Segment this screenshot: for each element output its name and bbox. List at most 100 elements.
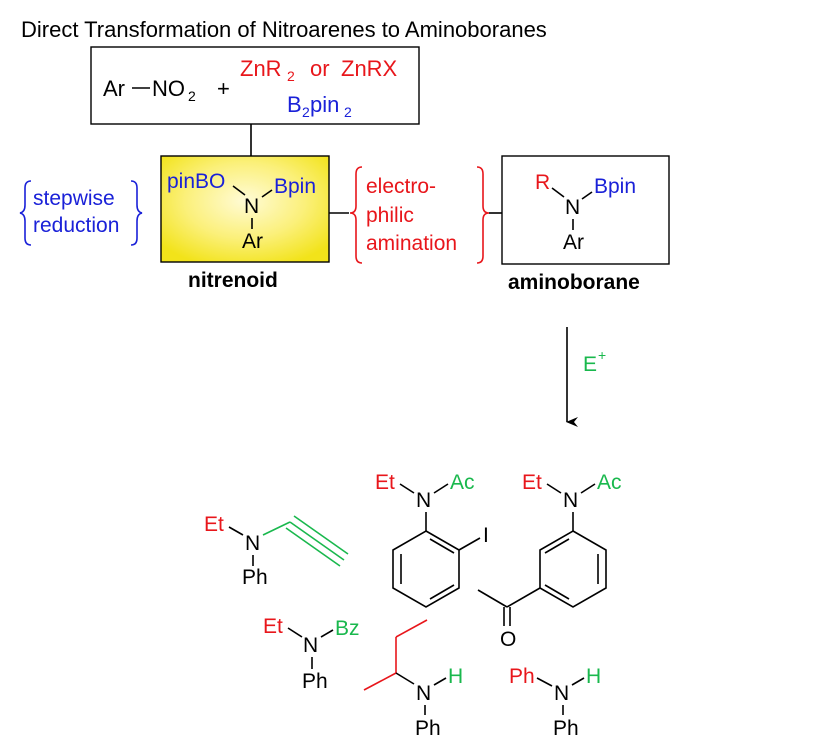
nitrenoid-box: pinBO N Bpin Ar — [160, 155, 330, 263]
propargyl-ph: Ph — [242, 566, 268, 589]
acetyl-ring-double-2 — [544, 584, 570, 600]
product-propargyl-amine: Et N Ph — [204, 513, 349, 589]
iodo-et-n-bond — [399, 483, 415, 494]
reactant-plus: + — [217, 76, 230, 101]
iodo-n: N — [416, 489, 431, 512]
reactant-ar: Ar — [103, 76, 125, 101]
aminoborane-label: aminoborane — [508, 271, 640, 294]
reagent-znr2-subscript: 2 — [287, 68, 295, 84]
reagent-or: or — [310, 56, 330, 81]
diphenyl-n-h-bond — [571, 677, 585, 686]
electrophilic-right-brace — [476, 166, 490, 264]
benzamide-et: Et — [263, 615, 283, 638]
secbutyl-ethyl-bond — [395, 619, 428, 638]
nitrenoid-ar: Ar — [242, 230, 263, 253]
aminoborane-r-n-bond — [551, 187, 565, 198]
propargyl-alkyne-3 — [285, 527, 341, 567]
benzamide-et-n-bond — [287, 627, 303, 638]
acetyl-ring-co-bond — [506, 587, 541, 608]
aminoborane-r: R — [535, 171, 550, 194]
propargyl-alkyne-1 — [289, 521, 345, 561]
propargyl-n: N — [245, 532, 260, 555]
acetyl-ac: Ac — [597, 471, 622, 494]
electrophilic-line3: amination — [366, 232, 457, 255]
product-secbutyl-aniline: N H Ph — [363, 619, 463, 740]
benzamide-n: N — [303, 634, 318, 657]
acetyl-et: Et — [522, 471, 542, 494]
electrophilic-line2: philic — [366, 204, 414, 227]
acetyl-n-ac-bond — [580, 483, 596, 494]
diphenyl-h: H — [586, 665, 601, 688]
electrophilic-left-brace — [349, 166, 363, 264]
product-benzamide: Et N Bz Ph — [263, 615, 360, 693]
reagent-b2pin2-pin: pin — [310, 92, 339, 117]
diphenyl-ph-bottom: Ph — [553, 717, 579, 740]
reagent-znrx: ZnRX — [341, 56, 398, 81]
aminoborane-n-b-bond — [581, 191, 593, 200]
nitrenoid-n-b-bond — [261, 189, 273, 198]
reactant-box: Ar NO 2 + ZnR 2 or ZnRX B 2 pin 2 — [90, 46, 420, 125]
reagent-b2pin2-b: B — [287, 92, 302, 117]
secbutyl-methyl-bond — [363, 672, 397, 691]
aminoborane-bpin: Bpin — [594, 175, 636, 198]
product-diphenylamine: Ph N H Ph — [509, 665, 601, 740]
acetyl-ring-double-3 — [544, 538, 570, 554]
propargyl-et: Et — [204, 513, 224, 536]
electrophile-e: E — [583, 353, 597, 376]
stepwise-line1: stepwise — [33, 187, 115, 210]
acetyl-methyl-bond — [477, 589, 508, 608]
aminoborane-ar: Ar — [563, 231, 584, 254]
iodo-n-ac-bond — [433, 483, 449, 494]
diphenyl-n: N — [554, 682, 569, 705]
secbutyl-c-n-bond — [395, 672, 415, 685]
reagent-b2pin2-sub2: 2 — [344, 104, 352, 120]
iodo-et: Et — [375, 471, 395, 494]
aminoborane-box: R N Bpin Ar — [501, 155, 670, 265]
benzamide-n-bz-bond — [320, 629, 334, 638]
reactant-box-frame — [90, 46, 420, 125]
reaction-arrow: E + — [566, 327, 606, 427]
acetyl-benzene-ring — [539, 530, 607, 608]
scheme-title: Direct Transformation of Nitroarenes to … — [21, 17, 547, 42]
nitrenoid-bpin: Bpin — [274, 175, 316, 198]
stepwise-right-brace — [130, 180, 143, 246]
product-iodo-acetamide: Et N Ac I — [375, 471, 489, 608]
stepwise-reduction-annotation: stepwise reduction — [19, 180, 143, 246]
diphenyl-ph-top: Ph — [509, 665, 535, 688]
nitrenoid-o-n-bond — [232, 185, 246, 196]
reactant-no: NO — [152, 76, 185, 101]
iodo-ring-double-3 — [429, 538, 455, 554]
iodo-benzene-ring — [392, 530, 460, 608]
secbutyl-h: H — [448, 665, 463, 688]
benzamide-bz: Bz — [335, 617, 360, 640]
iodo-ring-i-bond — [458, 537, 481, 551]
electrophile-charge: + — [598, 347, 606, 363]
acetyl-o: O — [500, 628, 516, 651]
nitrenoid-pinbo: pinBO — [167, 170, 225, 193]
stepwise-line2: reduction — [33, 214, 119, 237]
electrophilic-line1: electro- — [366, 175, 436, 198]
secbutyl-n: N — [416, 682, 431, 705]
aminoborane-box-frame — [501, 155, 670, 265]
propargyl-et-n-bond — [228, 526, 244, 536]
propargyl-n-ch2-bond — [262, 521, 291, 536]
reactant-no-subscript: 2 — [188, 88, 196, 104]
reagent-b2pin2-sub1: 2 — [302, 104, 310, 120]
secbutyl-ph: Ph — [415, 717, 441, 740]
reagent-znr2: ZnR — [240, 56, 282, 81]
stepwise-left-brace — [19, 180, 32, 246]
benzamide-ph: Ph — [302, 670, 328, 693]
iodo-i: I — [483, 524, 489, 547]
aminoborane-n: N — [565, 196, 580, 219]
electrophilic-amination-annotation: electro- philic amination — [329, 166, 502, 264]
iodo-ring-double-2 — [429, 584, 455, 600]
nitrenoid-n: N — [244, 195, 259, 218]
iodo-ac: Ac — [450, 471, 475, 494]
nitrenoid-box-frame — [160, 155, 330, 263]
propargyl-alkyne-2 — [293, 515, 349, 555]
acetyl-n: N — [563, 489, 578, 512]
diphenyl-ph-n-bond — [536, 677, 553, 687]
nitrenoid-label: nitrenoid — [188, 269, 278, 292]
secbutyl-n-h-bond — [433, 677, 447, 686]
